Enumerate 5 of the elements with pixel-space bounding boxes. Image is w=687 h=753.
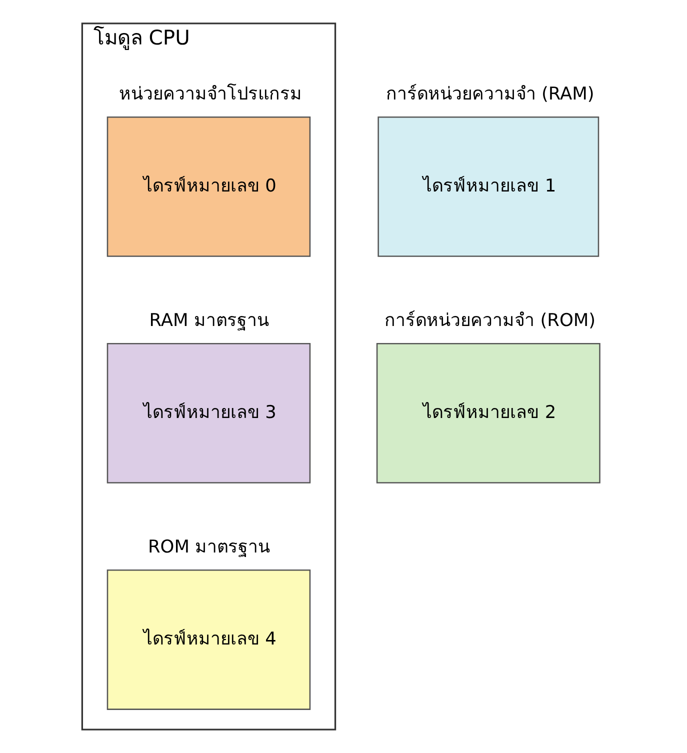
node-label: หน่วยความจำโปรแกรม [118, 84, 302, 105]
node-label: การ์ดหน่วยความจำ (RAM) [386, 84, 594, 105]
node-label: การ์ดหน่วยความจำ (ROM) [384, 311, 596, 332]
node-label: RAM มาตรฐาน [149, 311, 269, 332]
node-label: ROM มาตรฐาน [148, 538, 270, 558]
